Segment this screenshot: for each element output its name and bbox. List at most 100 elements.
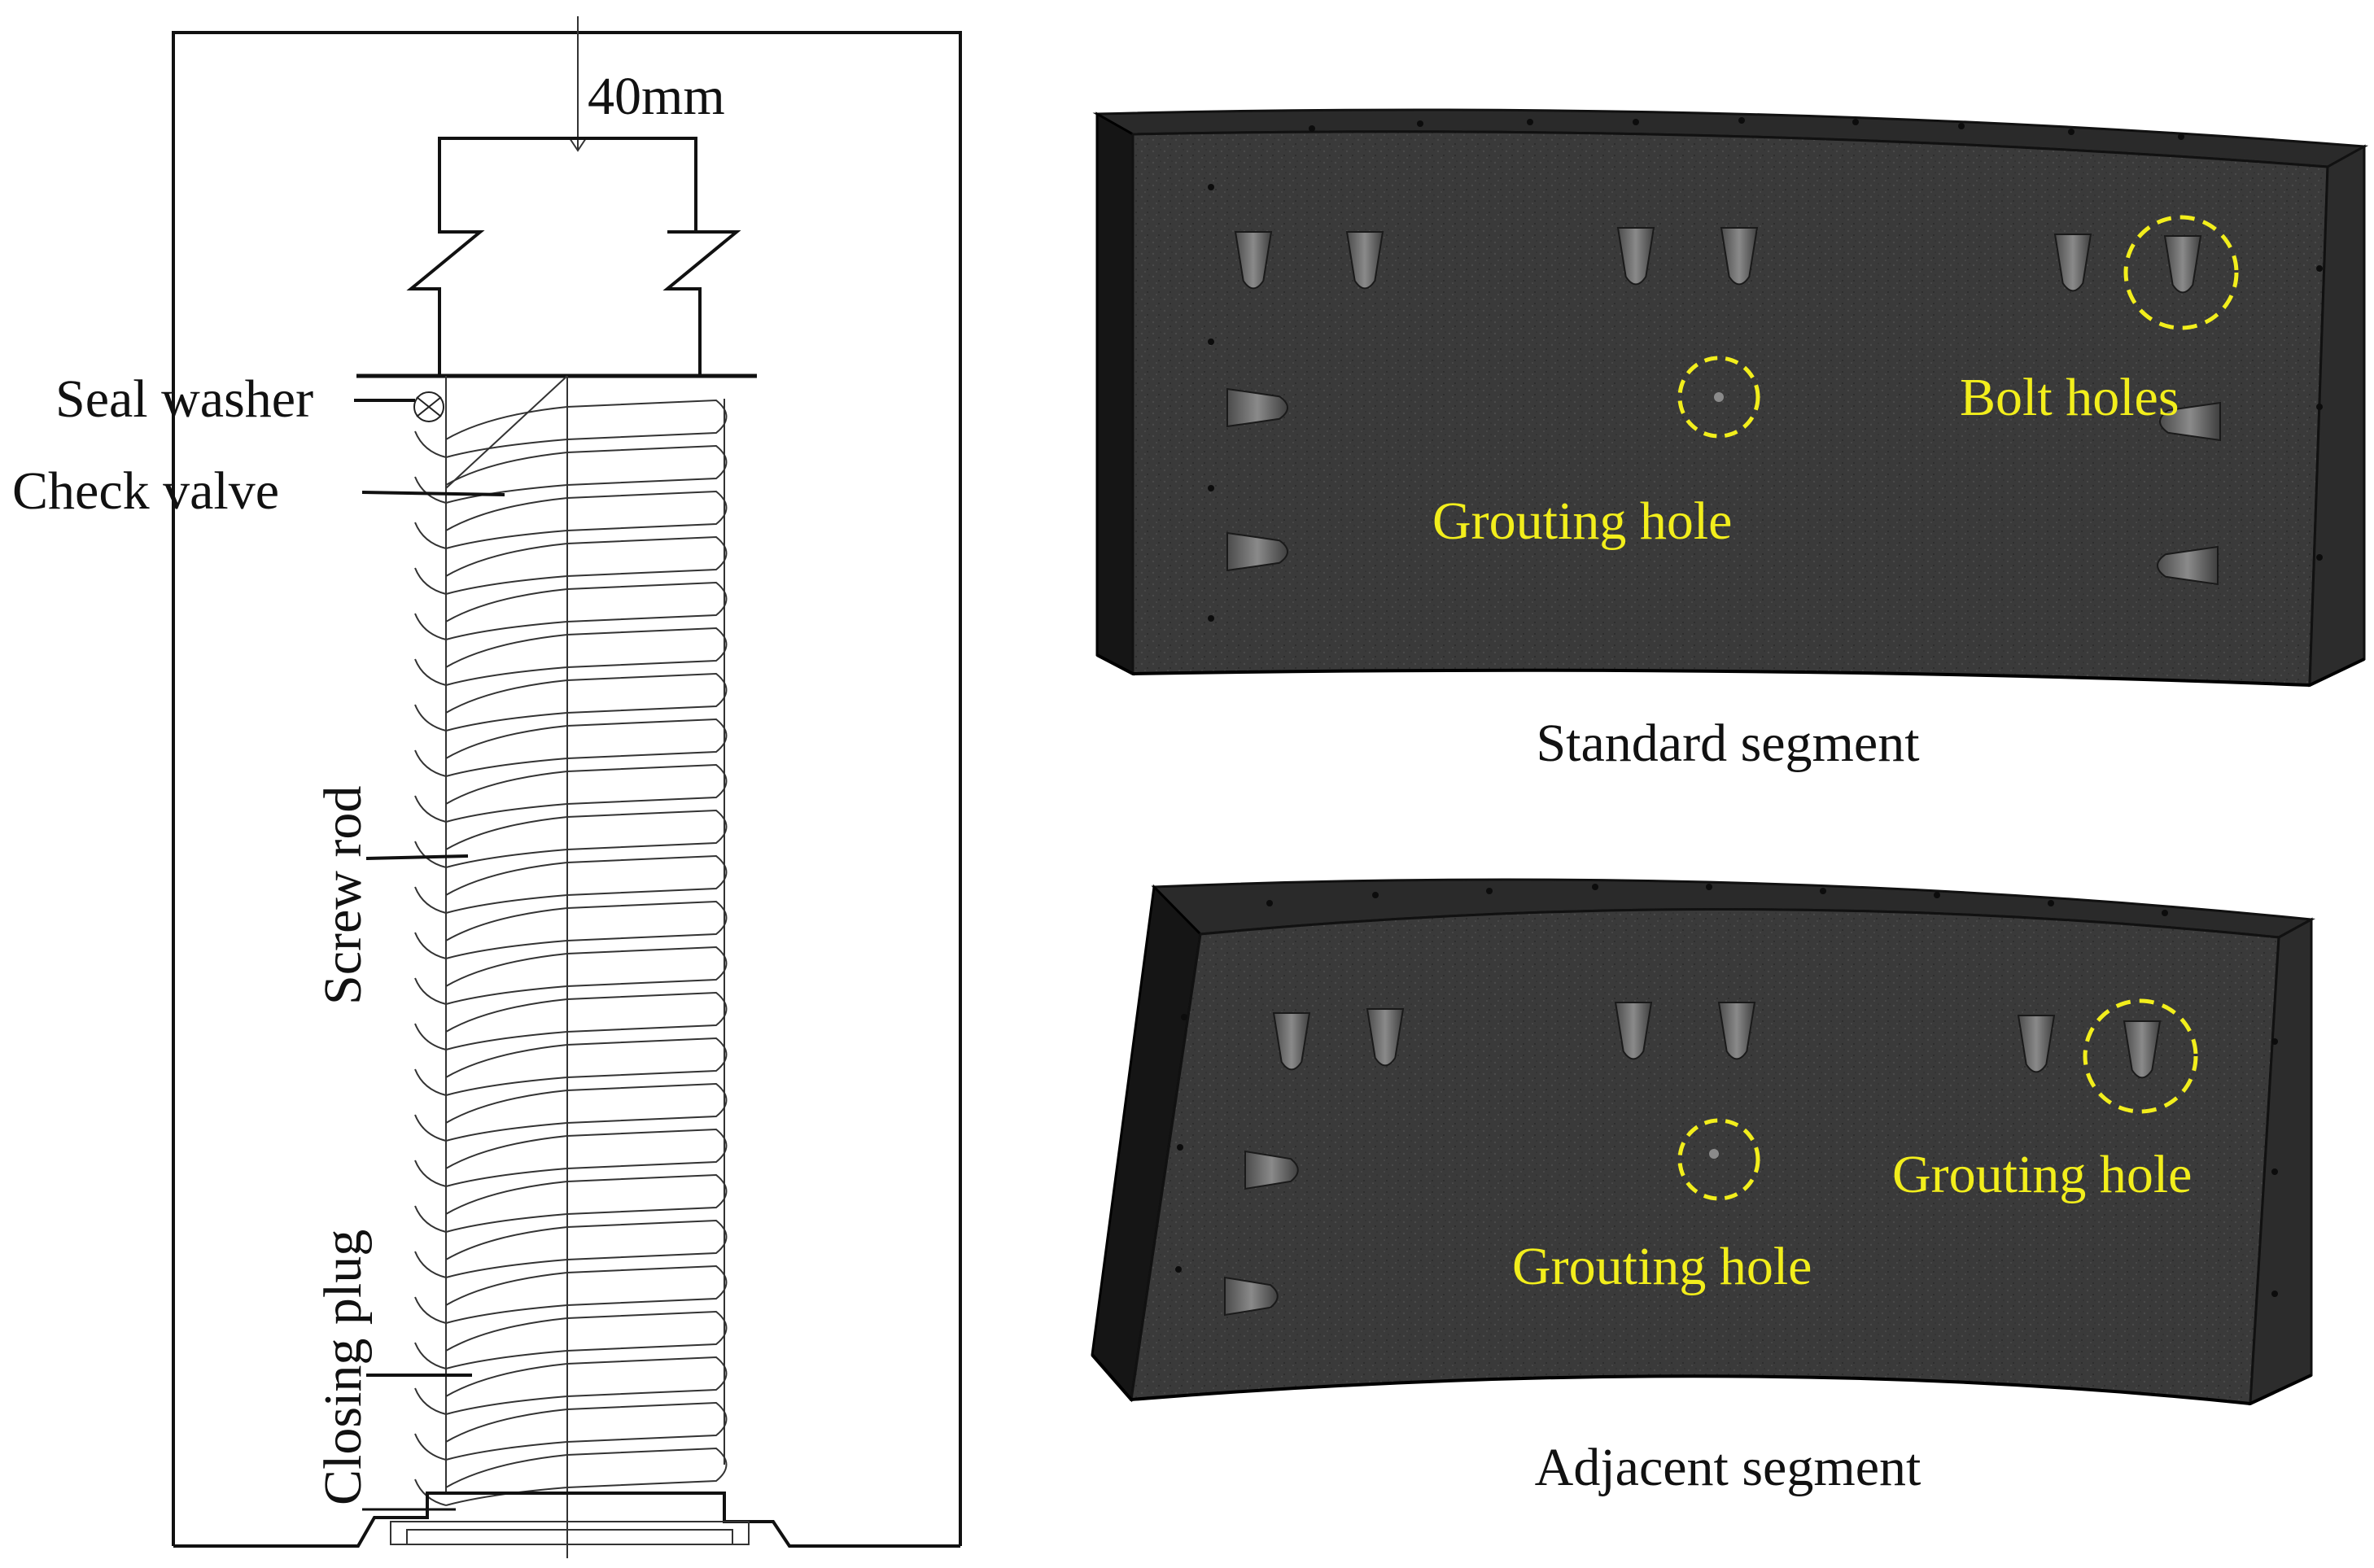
thread-left-lip — [414, 1296, 447, 1324]
thread-coil — [445, 809, 728, 868]
fixing-hole — [2271, 1168, 2278, 1175]
check-valve-label: Check valve — [12, 461, 279, 521]
standard-bolt-holes-label: Bolt holes — [1960, 368, 2179, 427]
thread-coils — [414, 399, 728, 1506]
thread-coil — [445, 1310, 728, 1369]
thread-left-lip — [414, 932, 447, 959]
fixing-hole — [1820, 888, 1826, 894]
thread-coil — [445, 399, 728, 458]
closing-plug-label: Closing plug — [313, 1230, 373, 1505]
thread-coil — [445, 535, 728, 595]
thread-coil — [445, 718, 728, 777]
fixing-hole — [2316, 554, 2323, 561]
thread-left-lip — [414, 886, 447, 914]
seal-washer-label: Seal washer — [55, 369, 313, 429]
thread-coil — [445, 490, 728, 549]
thread-coil — [445, 854, 728, 914]
fixing-hole — [2178, 133, 2184, 140]
fixing-hole — [2316, 265, 2323, 272]
fixing-hole — [1208, 485, 1214, 491]
fixing-hole — [1177, 1144, 1183, 1151]
pipe-diagram: 40mm Seal washer Check — [12, 16, 962, 1558]
pipe-upper-outline — [406, 137, 741, 376]
thread-left-lip — [414, 658, 447, 686]
bolt-hole-pocket — [1272, 1012, 1311, 1071]
thread-left-lip — [414, 1160, 447, 1187]
thread-coil — [445, 581, 728, 640]
bolt-hole-pocket — [1226, 387, 1288, 428]
thread-left-lip — [414, 1205, 447, 1233]
bolt-hole-pocket — [1720, 227, 1759, 286]
thread-left-lip — [414, 841, 447, 868]
dimension-arrow — [569, 138, 587, 152]
thread-coil — [445, 627, 728, 686]
thread-coil — [445, 1219, 728, 1278]
fixing-hole — [1208, 615, 1214, 622]
thread-left-lip — [414, 1114, 447, 1142]
thread-coil — [445, 672, 728, 732]
fixing-hole — [1181, 1014, 1187, 1020]
screw-rod-leader — [365, 854, 469, 860]
standard-grouting-hole-marker — [1677, 356, 1760, 439]
standard-segment-holes — [1208, 117, 2323, 622]
fixing-hole — [1372, 892, 1379, 898]
thread-coil — [445, 1037, 728, 1096]
thread-coil — [445, 1128, 728, 1187]
thread-left-lip — [414, 476, 447, 504]
thread-left-lip — [414, 749, 447, 777]
thread-left-lip — [414, 1023, 447, 1050]
bolt-hole-pocket — [1244, 1150, 1299, 1190]
fixing-hole — [1175, 1266, 1182, 1273]
fixing-hole — [1417, 120, 1423, 127]
bolt-hole-pocket — [1717, 1002, 1756, 1060]
thread-left-lip — [414, 613, 447, 640]
fixing-hole — [1266, 900, 1273, 906]
thread-left-lip — [414, 977, 447, 1005]
fixing-hole — [1208, 338, 1214, 345]
fixing-hole — [2271, 1291, 2278, 1297]
screw-body — [414, 375, 728, 1558]
adjacent-grouting-hole-center — [1709, 1149, 1719, 1159]
fixing-hole — [1486, 888, 1493, 894]
thread-coil — [445, 1447, 728, 1506]
standard-grouting-hole — [1714, 392, 1724, 402]
fixing-hole — [2271, 1038, 2278, 1045]
bolt-hole-pocket — [1614, 1002, 1653, 1060]
thread-coil — [445, 1356, 728, 1415]
fixing-hole — [1527, 119, 1533, 125]
fixing-hole — [2162, 910, 2168, 916]
bolt-hole-pocket — [1616, 227, 1655, 286]
thread-coil — [445, 763, 728, 823]
thread-left-lip — [414, 1251, 447, 1278]
thread-coil — [445, 946, 728, 1005]
thread-left-lip — [414, 522, 447, 549]
bolt-hole-pocket — [2159, 401, 2221, 442]
adjacent-segment: Grouting hole Grouting hole Adjacent seg… — [1091, 878, 2315, 1497]
adjacent-grouting-hole-center-label: Grouting hole — [1512, 1237, 1812, 1296]
standard-segment: Grouting hole Bolt holes Standard segmen… — [1092, 108, 2369, 773]
diagram-frame — [172, 31, 962, 1546]
standard-segment-left-side — [1095, 111, 1135, 676]
thread-left-lip — [414, 430, 447, 458]
adjacent-segment-caption: Adjacent segment — [1535, 1438, 1921, 1497]
bolt-hole-pocket — [1224, 1276, 1279, 1317]
fixing-hole — [2068, 129, 2075, 135]
bolt-hole-pocket — [1345, 231, 1384, 290]
bolt-hole-pocket — [1234, 231, 1273, 290]
fixing-hole — [1706, 884, 1712, 890]
fixing-hole — [1852, 119, 1859, 125]
fixing-hole — [1592, 884, 1598, 890]
thread-left-lip — [414, 704, 447, 732]
pipe-base — [173, 1492, 960, 1548]
bolt-hole-pocket — [2163, 235, 2202, 294]
fixing-hole — [1633, 119, 1639, 125]
fixing-hole — [2048, 900, 2054, 906]
fixing-hole — [1958, 123, 1965, 129]
bolt-hole-pocket — [1226, 531, 1288, 572]
fixing-hole — [1309, 125, 1315, 132]
adjacent-grouting-hole-center-marker — [1677, 1118, 1760, 1201]
thread-coil — [445, 991, 728, 1050]
fixing-hole — [1208, 184, 1214, 190]
thread-left-lip — [414, 1068, 447, 1096]
